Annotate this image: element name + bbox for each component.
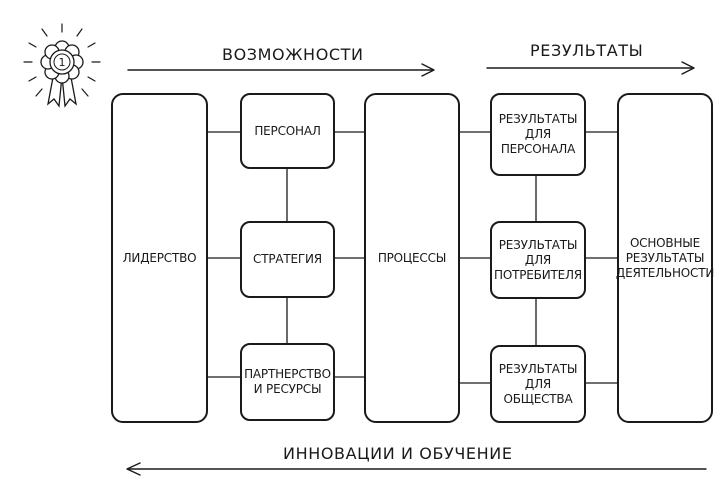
partnership-box: ПАРТНЕРСТВО И РЕСУРСЫ — [240, 343, 335, 421]
results-personnel-box: РЕЗУЛЬТАТЫ ДЛЯ ПЕРСОНАЛА — [490, 93, 586, 176]
strategy-box: СТРАТЕГИЯ — [240, 221, 335, 298]
badge-number: 1 — [59, 56, 66, 69]
results-society-box: РЕЗУЛЬТАТЫ ДЛЯ ОБЩЕСТВА — [490, 345, 586, 423]
key-results-label: ОСНОВНЫЕ РЕЗУЛЬТАТЫ ДЕЯТЕЛЬНОСТИ — [615, 235, 715, 280]
results-personnel-label: РЕЗУЛЬТАТЫ ДЛЯ ПЕРСОНАЛА — [498, 112, 578, 156]
personnel-label: ПЕРСОНАЛ — [254, 123, 321, 138]
capabilities-arrow — [127, 63, 435, 77]
results-society-label: РЕЗУЛЬТАТЫ ДЛЯ ОБЩЕСТВА — [498, 361, 578, 406]
key-results-box: ОСНОВНЫЕ РЕЗУЛЬТАТЫ ДЕЯТЕЛЬНОСТИ — [616, 93, 714, 423]
results-customer-box: РЕЗУЛЬТАТЫ ДЛЯ ПОТРЕБИТЕЛЯ — [490, 221, 586, 299]
personnel-box: ПЕРСОНАЛ — [240, 93, 335, 169]
leadership-box: ЛИДЕРСТВО — [111, 93, 208, 423]
results-heading: РЕЗУЛЬТАТЫ — [530, 41, 644, 60]
innovation-arrow — [126, 462, 707, 476]
award-rosette-icon: 1 — [23, 23, 101, 108]
results-customer-label: РЕЗУЛЬТАТЫ ДЛЯ ПОТРЕБИТЕЛЯ — [494, 237, 582, 282]
processes-label: ПРОЦЕССЫ — [377, 250, 447, 265]
partnership-label: ПАРТНЕРСТВО И РЕСУРСЫ — [244, 367, 331, 396]
processes-box: ПРОЦЕССЫ — [364, 93, 460, 423]
results-arrow — [486, 61, 695, 75]
innovation-heading: ИННОВАЦИИ И ОБУЧЕНИЕ — [283, 444, 513, 463]
capabilities-heading: ВОЗМОЖНОСТИ — [222, 45, 364, 64]
strategy-label: СТРАТЕГИЯ — [253, 252, 322, 266]
leadership-label: ЛИДЕРСТВО — [122, 250, 197, 265]
